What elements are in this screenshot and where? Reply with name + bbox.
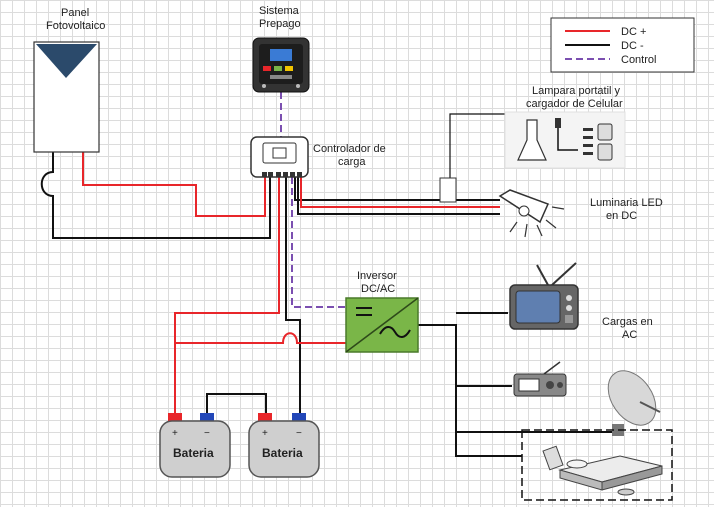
wire-control-inverter [291, 177, 346, 308]
panel-label-line2: Fotovoltaico [46, 20, 105, 32]
wire-panel-dc-neg [40, 152, 271, 239]
svg-text:−: − [296, 428, 302, 439]
wire-load-dc-neg [294, 177, 500, 201]
battery-2-label: Bateria [262, 446, 303, 460]
svg-text:+: + [172, 428, 178, 439]
panel-label-line1: Panel [61, 7, 89, 19]
battery-1: + − Bateria [159, 413, 231, 478]
battery-2-neg-terminal [292, 413, 306, 422]
wire-panel-dc-pos [82, 152, 266, 217]
prepago-label-line1: Sistema [259, 5, 300, 17]
electronics-group-box [521, 429, 673, 501]
led-label-line2: en DC [606, 210, 637, 222]
prepaid-meter-icon [252, 37, 310, 93]
battery-1-pos-terminal [168, 413, 182, 422]
battery-1-neg-terminal [200, 413, 214, 422]
svg-text:+: + [262, 428, 268, 439]
inverter-label-line2: DC/AC [361, 283, 395, 295]
junction-box [439, 177, 457, 203]
ac-label-line2: AC [622, 329, 637, 341]
inverter [345, 297, 419, 353]
panel-triangle-icon [36, 44, 97, 78]
battery-1-label: Bateria [173, 446, 214, 460]
solar-panel [33, 41, 100, 153]
battery-2-pos-terminal [258, 413, 272, 422]
wire-battery-link [206, 393, 267, 418]
prepago-label-line2: Prepago [259, 18, 301, 30]
led-luminaire-icon [498, 189, 565, 238]
legend-control-label: Control [621, 54, 656, 66]
wire-inverter-dc-pos [175, 332, 346, 344]
satellite-dish-icon [607, 370, 661, 436]
lamp-label-line1: Lampara portatil y [532, 85, 621, 97]
legend-dc-pos-label: DC + [621, 26, 646, 38]
controller-terminals [262, 172, 302, 177]
wire-lamp-feed [449, 113, 520, 200]
ac-label-line1: Cargas en [602, 316, 653, 328]
led-label-line1: Luminaria LED [590, 197, 663, 209]
battery-2: + − Bateria [248, 413, 320, 478]
tv-icon [509, 262, 579, 330]
inverter-label-line1: Inversor [357, 270, 397, 282]
wire-battery-dc-pos [174, 177, 280, 418]
lamp-charger-icon [504, 111, 626, 169]
wire-ac-bus [418, 324, 522, 457]
controller-label-line1: Controlador de [313, 143, 386, 155]
controller-label-line2: carga [338, 156, 366, 168]
wire-load-dc-pos [300, 177, 500, 208]
radio-icon [513, 361, 567, 397]
lamp-label-line2: cargador de Celular [526, 98, 623, 110]
wire-battery-dc-neg [285, 177, 301, 418]
svg-text:−: − [204, 428, 210, 439]
legend-dc-neg-label: DC - [621, 40, 644, 52]
wire-load-dc-neg-2 [297, 177, 500, 215]
wires [40, 92, 612, 457]
dvd-player-icon [542, 445, 663, 496]
charge-controller [250, 136, 309, 178]
legend: DC + DC - Control [550, 17, 695, 73]
